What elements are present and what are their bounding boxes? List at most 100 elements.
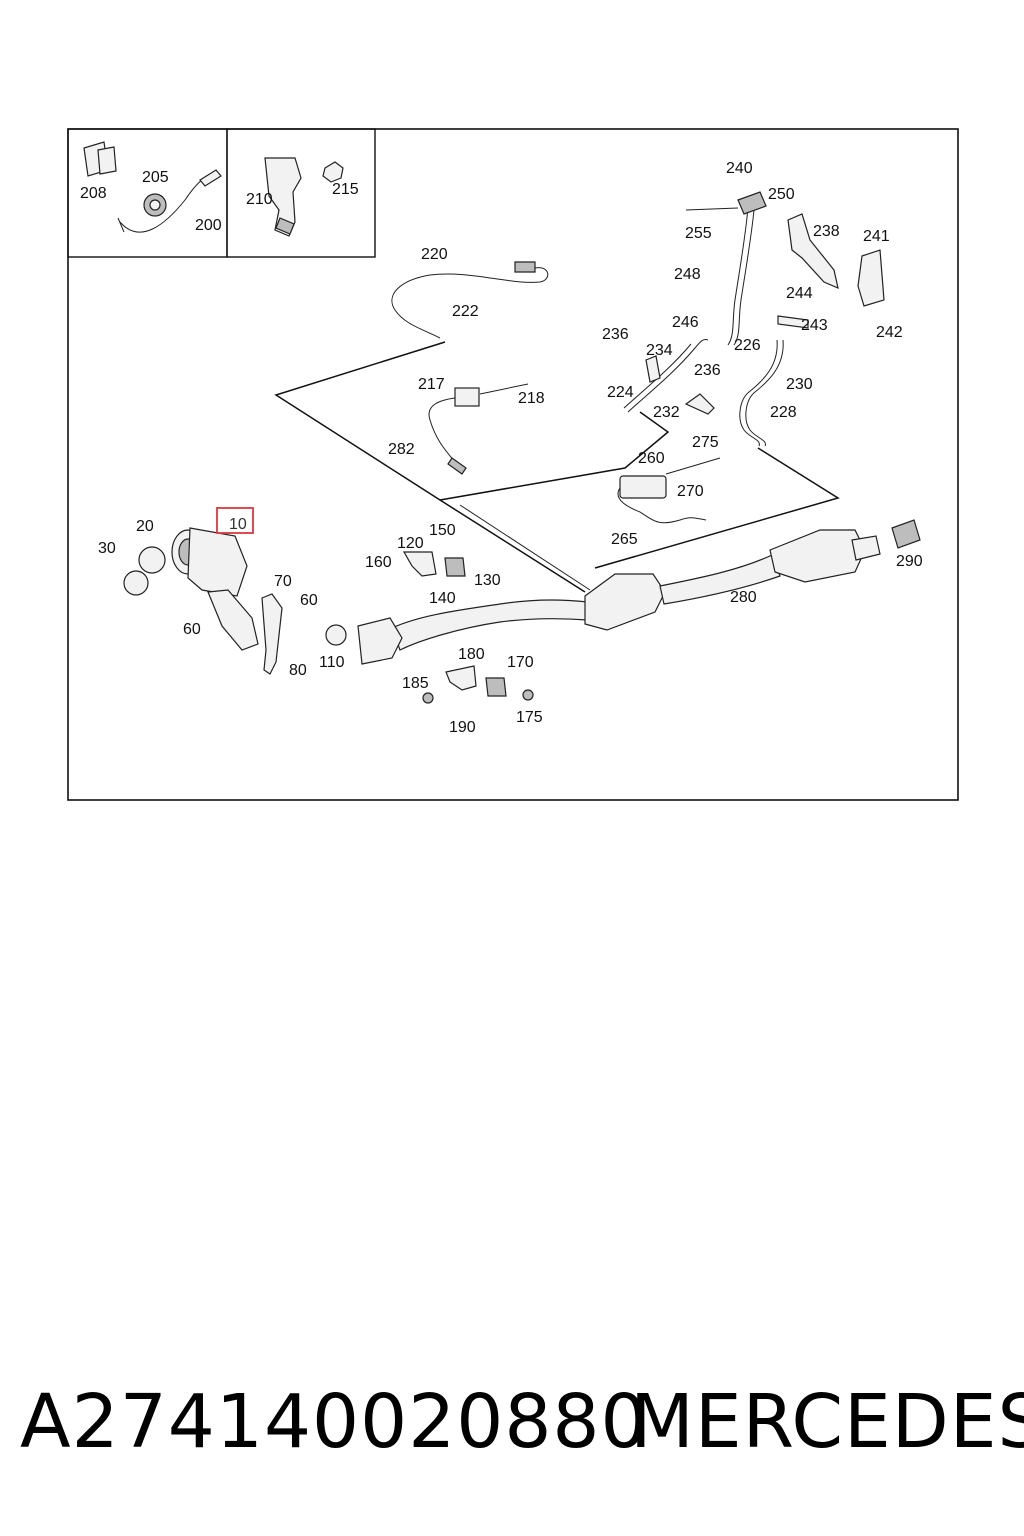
intermediate-pipe-280 <box>659 554 781 605</box>
bracket-238 <box>787 213 839 290</box>
part-label: 250 <box>768 186 795 203</box>
part-label: 185 <box>402 675 429 692</box>
wire-255 <box>685 207 739 211</box>
part-label: 205 <box>142 169 169 186</box>
part-label: 222 <box>452 303 479 320</box>
catalytic-converter-10 <box>123 527 259 651</box>
diagram-frame <box>67 128 959 801</box>
probe-217 <box>447 457 467 475</box>
part-label: 190 <box>449 719 476 736</box>
part-label: 248 <box>674 266 701 283</box>
part-label: 210 <box>246 191 273 208</box>
part-label: 70 <box>274 573 292 590</box>
cable-217 <box>428 397 456 463</box>
part-label: 30 <box>98 540 116 557</box>
pressure-sensor-250 <box>737 191 767 215</box>
line-224 <box>627 339 709 413</box>
pressure-pipe-226-b <box>733 209 755 346</box>
bracket-232 <box>684 393 715 415</box>
bracket-241 <box>857 249 885 307</box>
part-label: 170 <box>507 654 534 671</box>
section-outline-right <box>594 447 840 569</box>
part-label: 220 <box>421 246 448 263</box>
footer: A274140020880 MERCEDES <box>0 1372 1024 1482</box>
part-label: 236 <box>602 326 629 343</box>
part-label: 208 <box>80 185 107 202</box>
sensor-module-260 <box>619 475 667 499</box>
highlight-box-10 <box>216 507 254 534</box>
part-label: 175 <box>516 709 543 726</box>
part-label: 265 <box>611 531 638 548</box>
bracket-180 <box>445 665 477 691</box>
part-label: 238 <box>813 223 840 240</box>
part-label: 60 <box>183 621 201 638</box>
part-label: 244 <box>786 285 813 302</box>
part-label: 60 <box>300 592 318 609</box>
bracket-70 <box>261 593 283 675</box>
part-label: 226 <box>734 337 761 354</box>
line-230-b <box>739 339 778 447</box>
sensor-cable-220 <box>391 267 549 339</box>
inset-frame-right <box>226 128 376 258</box>
part-number: A274140020880 <box>20 1379 649 1465</box>
oxygen-sensor-inset <box>83 141 222 233</box>
part-label: 130 <box>474 572 501 589</box>
part-label: 230 <box>786 376 813 393</box>
pressure-pipe-226 <box>727 207 749 346</box>
nut-185 <box>422 692 434 704</box>
part-label: 180 <box>458 646 485 663</box>
sensor-connector-220 <box>514 261 536 273</box>
middle-muffler <box>584 573 666 631</box>
part-label: 240 <box>726 160 753 177</box>
gasket-110 <box>325 624 347 646</box>
part-label: 228 <box>770 404 797 421</box>
part-label: 215 <box>332 181 359 198</box>
clamp-290 <box>891 519 921 549</box>
part-label: 241 <box>863 228 890 245</box>
highlighted-part-label: 10 <box>229 516 247 533</box>
sensor-wire-218 <box>479 383 529 395</box>
part-labels: 208 205 200 210 215 240 250 255 238 241 … <box>80 160 923 736</box>
part-label: 282 <box>388 441 415 458</box>
part-label: 217 <box>418 376 445 393</box>
sensor-module-217 <box>454 387 480 407</box>
section-outline-middle <box>439 411 670 501</box>
part-label: 290 <box>896 553 923 570</box>
cable-270 <box>617 487 707 524</box>
part-label: 20 <box>136 518 154 535</box>
rear-catalyst <box>769 529 866 583</box>
part-label: 280 <box>730 589 757 606</box>
part-label: 232 <box>653 404 680 421</box>
flex-pipe-110 <box>357 617 403 665</box>
part-label: 234 <box>646 342 673 359</box>
part-label: 218 <box>518 390 545 407</box>
line-230 <box>745 339 784 447</box>
part-label: 270 <box>677 483 704 500</box>
hanger-170 <box>485 677 507 697</box>
part-label: 110 <box>319 654 345 671</box>
front-pipe <box>391 599 589 651</box>
part-label: 140 <box>429 590 456 607</box>
guide-line <box>459 504 591 591</box>
hanger-130 <box>444 557 466 577</box>
brand-name: MERCEDES <box>630 1379 1024 1465</box>
part-label: 120 <box>397 535 424 552</box>
bracket-120 <box>402 551 437 577</box>
bolt-175 <box>522 689 534 701</box>
bracket-inset <box>264 157 344 237</box>
bracket-243 <box>777 315 809 329</box>
part-label: 224 <box>607 384 634 401</box>
tail-pipe <box>851 535 881 561</box>
section-outline-upper <box>274 341 586 593</box>
part-label: 200 <box>195 217 222 234</box>
part-label: 150 <box>429 522 456 539</box>
part-label: 236 <box>694 362 721 379</box>
part-label: 243 <box>801 317 828 334</box>
clip-234 <box>645 355 661 383</box>
wire-275 <box>665 457 721 475</box>
part-label: 242 <box>876 324 903 341</box>
part-label: 160 <box>365 554 392 571</box>
part-label: 255 <box>685 225 712 242</box>
part-label: 80 <box>289 662 307 679</box>
part-label: 275 <box>692 434 719 451</box>
